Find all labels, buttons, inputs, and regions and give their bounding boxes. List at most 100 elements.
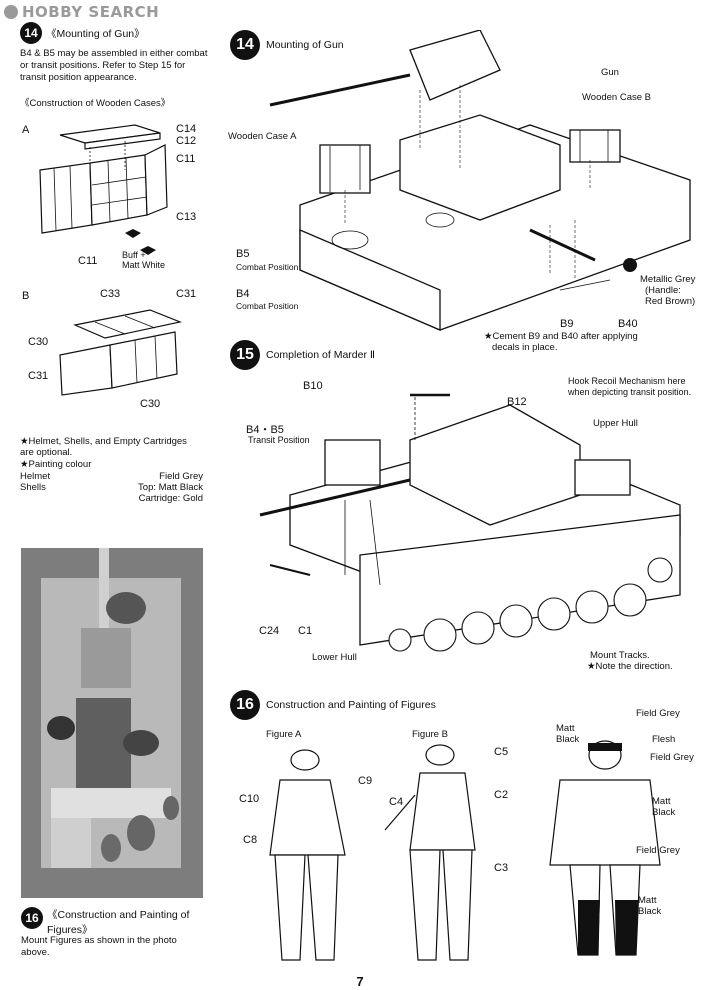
label-figure-b: Figure B bbox=[412, 729, 448, 740]
label-c9: C9 bbox=[358, 775, 373, 787]
label-handle: (Handle: bbox=[645, 285, 681, 296]
label-mount-tracks: Mount Tracks. bbox=[590, 650, 650, 661]
grey-part-icon bbox=[623, 258, 637, 272]
label-note-direction: ★Note the direction. bbox=[587, 661, 673, 672]
label-c10: C10 bbox=[239, 793, 260, 805]
label-c24: C24 bbox=[259, 625, 280, 637]
label-field-grey-cap: Field Grey bbox=[636, 708, 680, 719]
step16-title: Construction and Painting of Figures bbox=[266, 699, 436, 711]
label-b9: B9 bbox=[560, 318, 574, 330]
label-c8: C8 bbox=[243, 834, 258, 846]
label-black-belt: Black bbox=[652, 807, 676, 818]
case-b-diagram bbox=[59, 309, 183, 396]
note-line2: are optional. bbox=[20, 447, 73, 458]
hook-note-1: Hook Recoil Mechanism here bbox=[568, 376, 686, 386]
label-black: Black bbox=[556, 734, 580, 745]
label-c12: C12 bbox=[176, 135, 197, 147]
model-photo bbox=[21, 548, 203, 898]
step16-figures bbox=[269, 740, 661, 961]
label-c11: C11 bbox=[176, 153, 196, 165]
label-gun: Gun bbox=[601, 67, 619, 78]
page-number: 7 bbox=[356, 974, 364, 989]
note-line1: ★Helmet, Shells, and Empty Cartridges bbox=[20, 436, 187, 447]
label-matt: Matt bbox=[556, 723, 575, 734]
label-c13: C13 bbox=[176, 211, 197, 223]
label-b40: B40 bbox=[618, 318, 638, 330]
label-wooden-case-a: Wooden Case A bbox=[228, 131, 297, 142]
wooden-cases-title: 《Construction of Wooden Cases》 bbox=[20, 98, 171, 109]
label-figure-a: Figure A bbox=[266, 729, 302, 740]
label-lower-hull: Lower Hull bbox=[312, 652, 357, 663]
label-b4: B4 bbox=[236, 288, 250, 300]
label-c31-left: C31 bbox=[28, 370, 49, 382]
cement-note-2: decals in place. bbox=[492, 342, 558, 353]
step15-diagram bbox=[259, 393, 681, 652]
label-c30-bottom: C30 bbox=[140, 398, 161, 410]
step-number-badge: 16 bbox=[230, 690, 260, 720]
label-c31: C31 bbox=[176, 288, 197, 300]
left-step16-heading: 16 《Construction and Painting of Figures… bbox=[21, 907, 197, 937]
shells-label: Shells bbox=[20, 482, 46, 493]
case-a-letter: A bbox=[22, 124, 30, 136]
label-c33: C33 bbox=[100, 288, 121, 300]
label-c11-bottom: C11 bbox=[78, 255, 98, 267]
step15-heading: 15 Completion of Marder Ⅱ bbox=[230, 340, 375, 370]
hook-note-2: when depicting transit position. bbox=[568, 387, 692, 397]
label-b12: B12 bbox=[507, 396, 527, 408]
watermark-logo: HOBBY SEARCH bbox=[4, 3, 159, 21]
photo-content bbox=[21, 548, 203, 898]
cartridge-color: Cartridge: Gold bbox=[138, 493, 203, 504]
helmet-label: Helmet bbox=[20, 471, 51, 482]
left-step16-title: 《Construction and Painting of Figures》 bbox=[47, 909, 190, 936]
label-black-boots: Black bbox=[638, 906, 662, 917]
label-b4-b5: B4・B5 bbox=[246, 424, 284, 436]
label-c4: C4 bbox=[389, 796, 404, 808]
left-step14-heading: 14 《Mounting of Gun》 bbox=[20, 22, 145, 44]
label-b10: B10 bbox=[303, 380, 323, 392]
case-a-diagram bbox=[39, 124, 168, 255]
buff-part-icon bbox=[125, 229, 141, 238]
case-b-letter: B bbox=[22, 290, 30, 302]
label-matt-belt: Matt bbox=[652, 796, 671, 807]
label-c14: C14 bbox=[176, 123, 197, 135]
step-number-badge: 16 bbox=[21, 907, 43, 929]
white-part-icon bbox=[140, 246, 156, 255]
step-number-badge: 14 bbox=[230, 30, 260, 60]
label-matt-boots: Matt bbox=[638, 895, 657, 906]
cement-note: ★Cement B9 and B40 after applying bbox=[484, 331, 638, 342]
helmet-color: Field Grey bbox=[159, 471, 203, 482]
label-c5: C5 bbox=[494, 746, 509, 758]
matt-white-label: Matt White bbox=[122, 260, 166, 270]
label-field-grey-collar: Field Grey bbox=[650, 752, 694, 763]
left-step16-desc: Mount Figures as shown in the photo abov… bbox=[21, 935, 177, 958]
label-c30: C30 bbox=[28, 336, 49, 348]
label-upper-hull: Upper Hull bbox=[593, 418, 638, 429]
watermark-text: HOBBY SEARCH bbox=[22, 3, 160, 21]
label-transit-position: Transit Position bbox=[248, 435, 310, 445]
step14-heading: 14 Mounting of Gun bbox=[230, 30, 344, 60]
hobby-search-icon bbox=[4, 5, 18, 19]
label-b4-combat: Combat Position bbox=[236, 301, 299, 311]
label-field-grey-coat: Field Grey bbox=[636, 845, 680, 856]
label-c2: C2 bbox=[494, 789, 509, 801]
label-c3: C3 bbox=[494, 862, 509, 874]
label-b5: B5 bbox=[236, 248, 250, 260]
label-red-brown: Red Brown) bbox=[645, 296, 696, 307]
buff-label: Buff + bbox=[122, 250, 146, 260]
label-metallic-grey: Metallic Grey bbox=[640, 274, 696, 285]
step14-title: Mounting of Gun bbox=[266, 39, 344, 51]
step14-diagram bbox=[269, 30, 691, 331]
shells-color-row: Shells Top: Matt Black bbox=[20, 482, 203, 494]
left-step14-title: 《Mounting of Gun》 bbox=[46, 27, 145, 40]
note-painting: ★Painting colour bbox=[20, 459, 92, 470]
step15-title: Completion of Marder Ⅱ bbox=[266, 349, 376, 361]
step-number-badge: 15 bbox=[230, 340, 260, 370]
label-b5-combat: Combat Position bbox=[236, 262, 299, 272]
step16-heading: 16 Construction and Painting of Figures bbox=[230, 690, 436, 720]
shells-top: Top: Matt Black bbox=[138, 482, 203, 493]
left-step14-desc: B4 & B5 may be assembled in either comba… bbox=[20, 48, 208, 83]
helmet-color-row: Helmet Field Grey bbox=[20, 471, 203, 483]
label-wooden-case-b: Wooden Case B bbox=[582, 92, 652, 103]
step-number-badge: 14 bbox=[20, 22, 42, 44]
label-c1: C1 bbox=[298, 625, 313, 637]
